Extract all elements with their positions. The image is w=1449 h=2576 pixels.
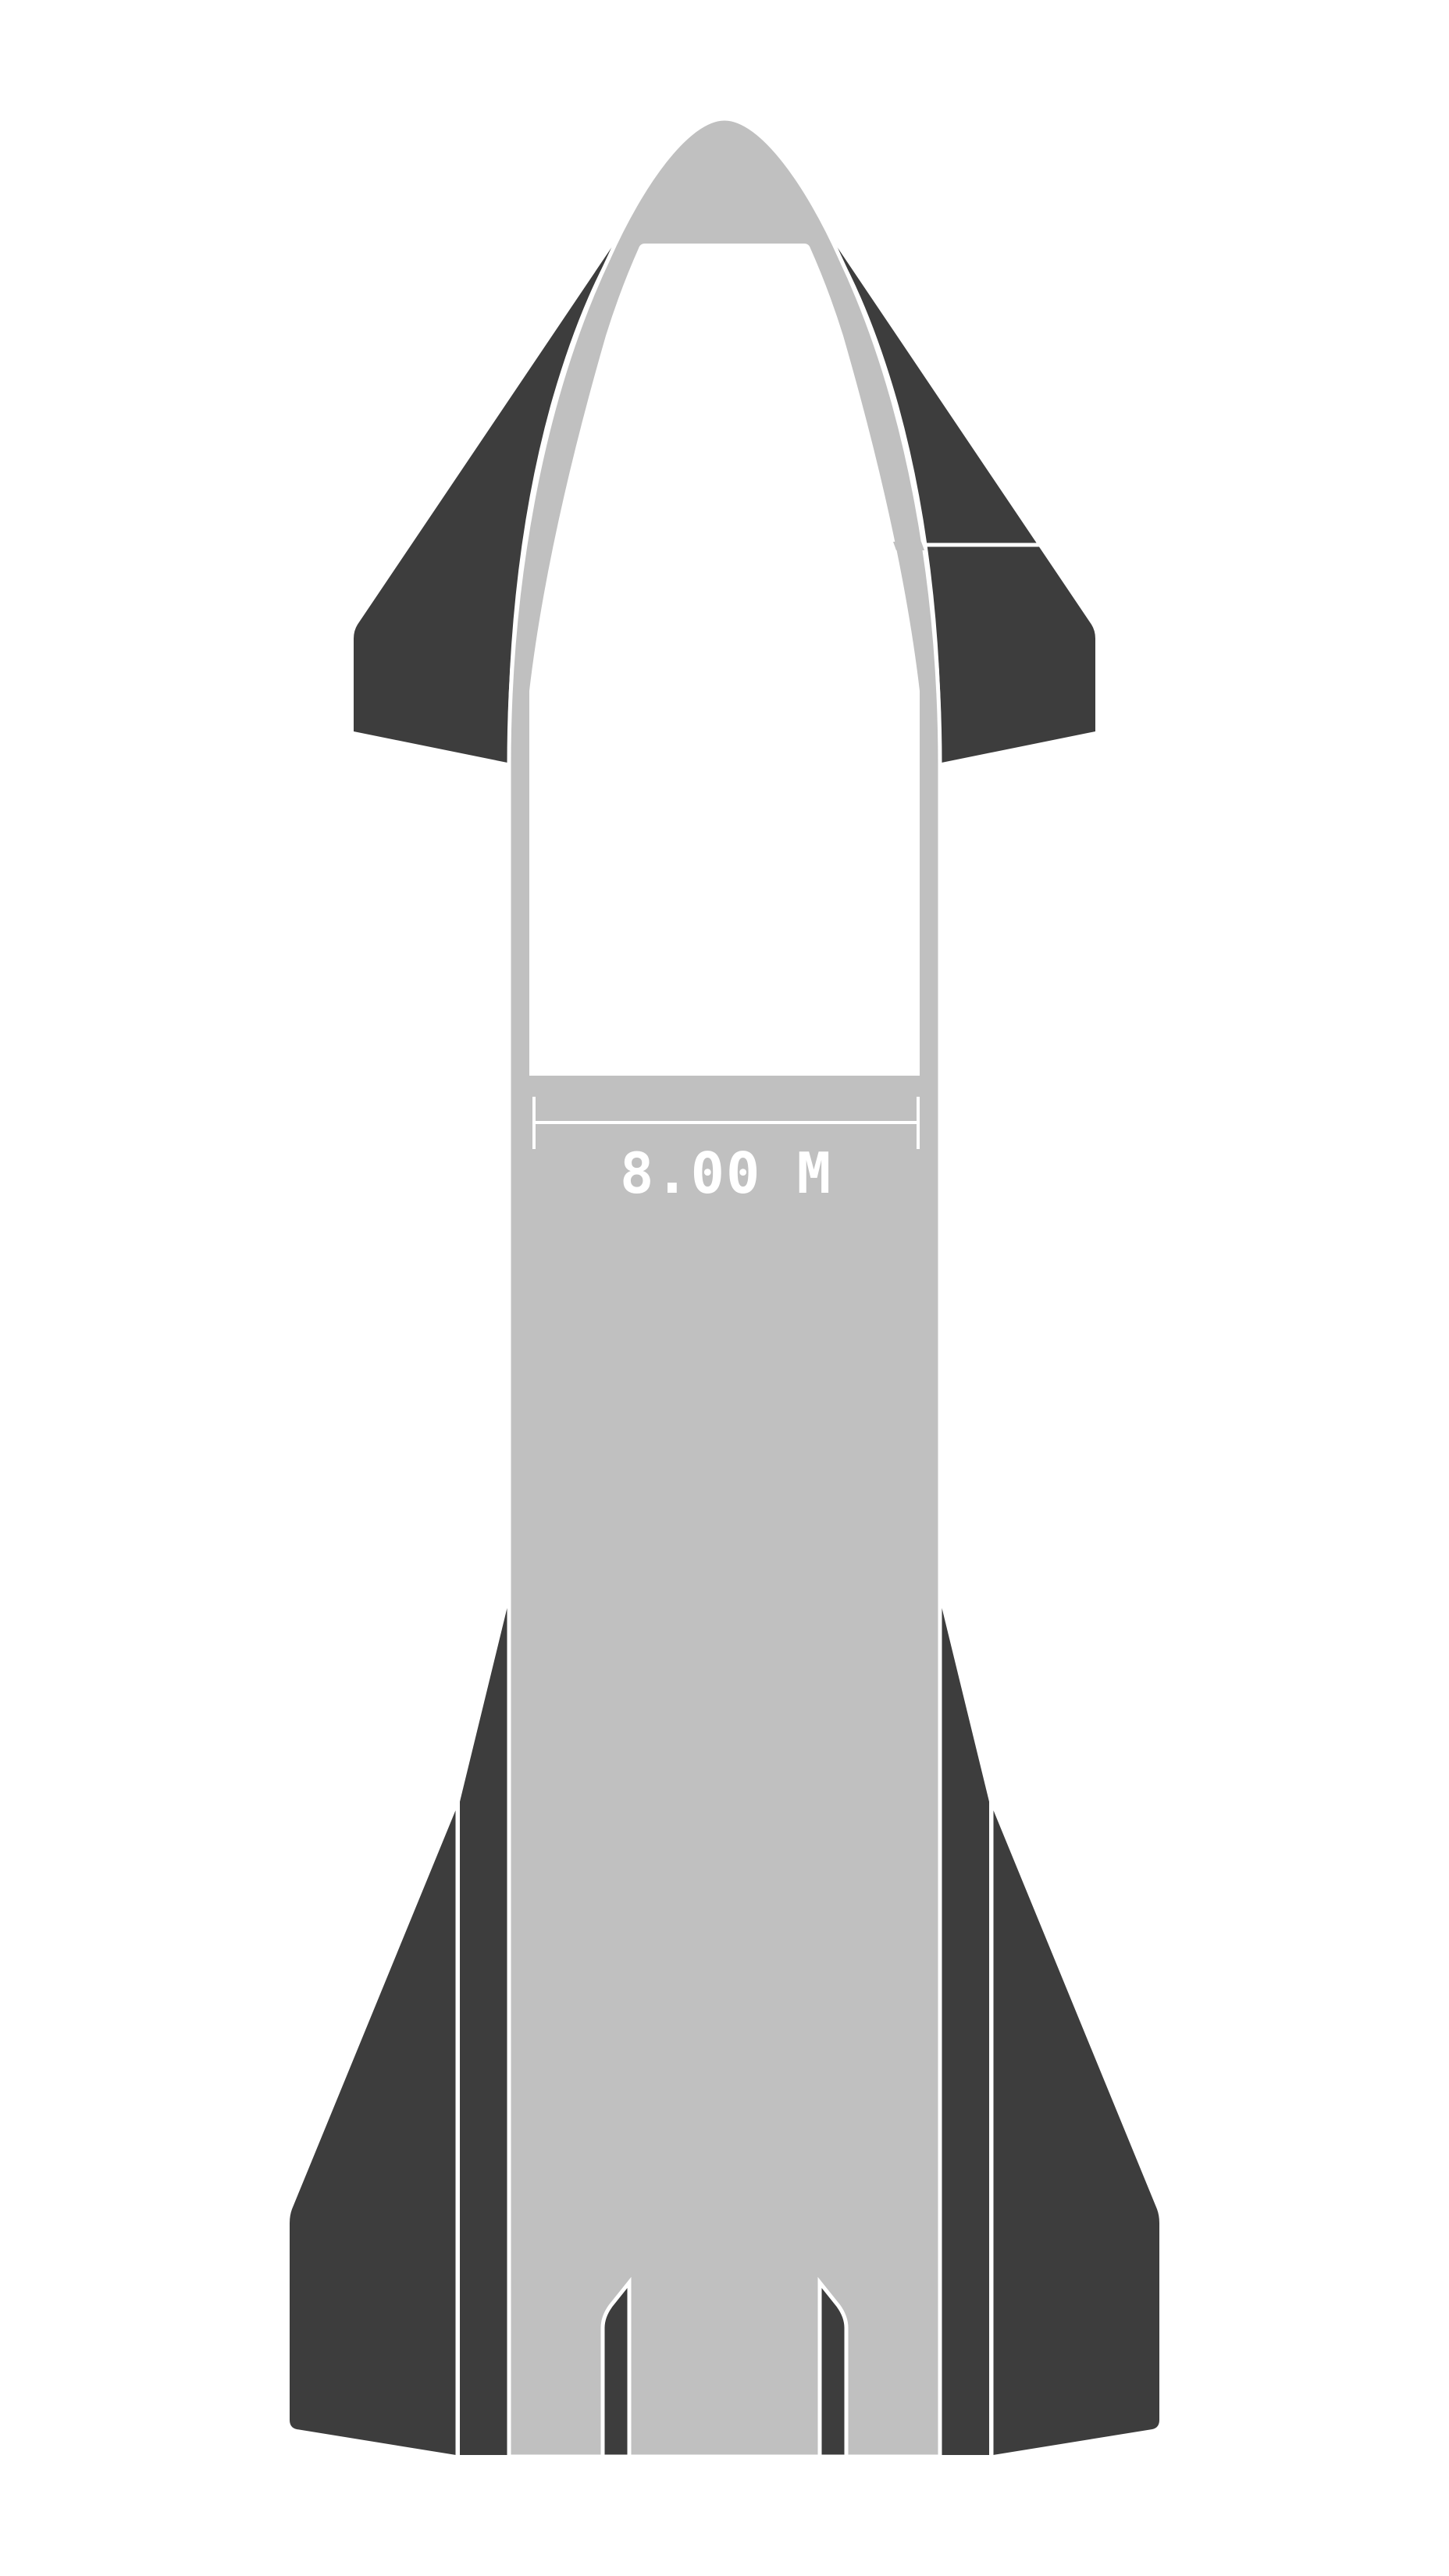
aft-fin-left-outer bbox=[290, 1809, 456, 2455]
aft-fin-right-inner bbox=[942, 1606, 989, 2455]
diameter-dimension: 8.00 M bbox=[532, 1097, 920, 1206]
aft-fin-right-outer bbox=[993, 1809, 1159, 2455]
forward-fin-right bbox=[813, 211, 1095, 763]
forward-fin-left bbox=[354, 211, 636, 763]
engine-skirt-right bbox=[817, 2276, 849, 2459]
dimension-label: 8.00 M bbox=[620, 1140, 832, 1206]
window-flap-notch bbox=[893, 542, 924, 550]
payload-window bbox=[529, 244, 920, 1076]
aft-fin-left-inner bbox=[460, 1606, 507, 2455]
engine-skirt-left bbox=[600, 2276, 632, 2459]
